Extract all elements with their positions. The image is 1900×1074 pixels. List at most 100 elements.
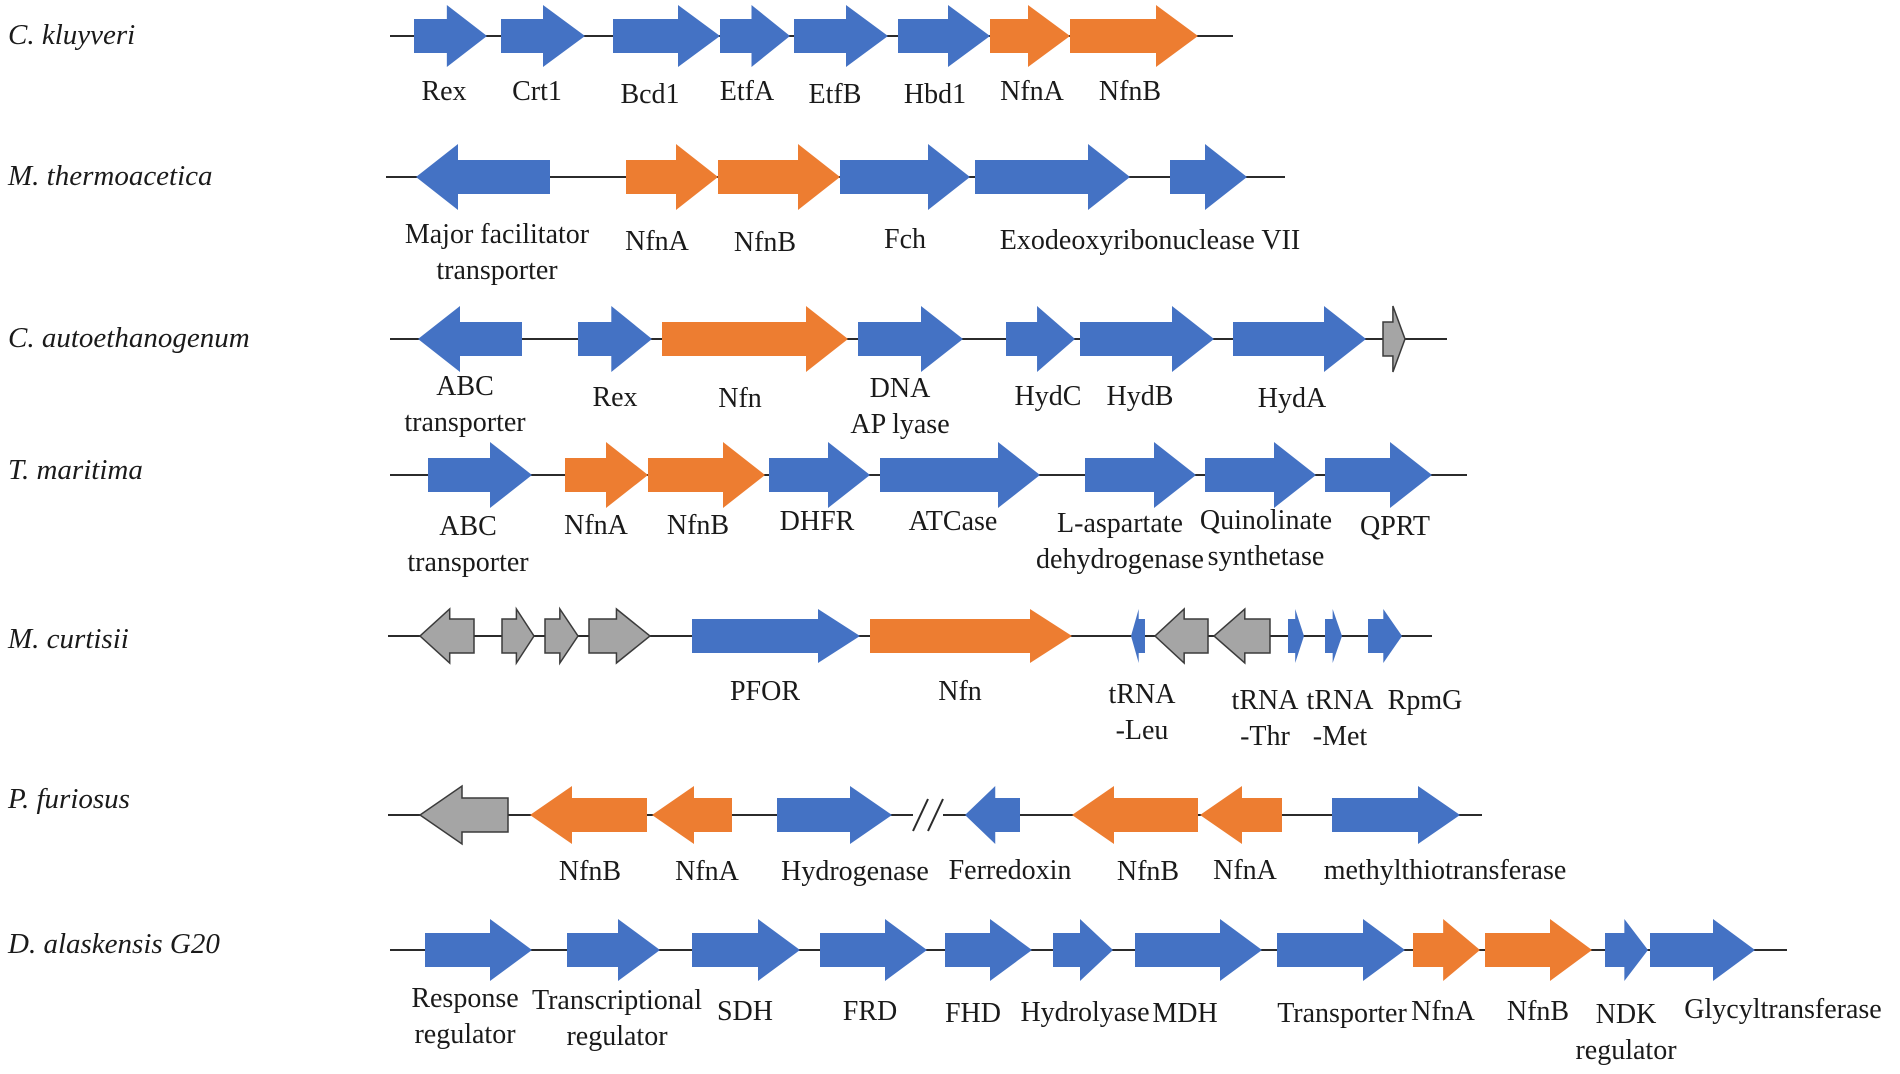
gene-arrow-shape <box>1212 607 1271 665</box>
gene-arrow-shape <box>1170 144 1247 210</box>
gene-arrow-etfb: EtfB <box>794 5 888 110</box>
species-name: M. curtisii <box>7 623 129 655</box>
gene-arrow-shape <box>1135 919 1262 981</box>
gene-arrow-shape <box>416 144 550 210</box>
sequence-break-mark <box>912 797 944 833</box>
gene-arrow-nfn: Nfn <box>662 306 848 414</box>
gene-arrow-shape <box>1200 786 1282 844</box>
gene-label: Hydrogenase <box>781 856 929 887</box>
gene-label: NfnA <box>1213 855 1278 886</box>
gene-arrow-shape <box>870 609 1072 663</box>
gene-label: PFOR <box>730 676 800 707</box>
gene-arrow-shape <box>1053 919 1113 981</box>
gene-label: Rex <box>592 382 637 413</box>
gene-arrow-hbd1: Hbd1 <box>898 5 990 110</box>
gene-label: Rex <box>421 76 466 107</box>
gene-arrow-transporter: Transporter <box>1277 919 1407 1029</box>
gene-arrow-shape <box>692 919 800 981</box>
gene-arrow-unlabeled <box>588 607 652 665</box>
gene-arrow-nfna: NfnA <box>652 786 740 887</box>
gene-label: ATCase <box>909 506 998 537</box>
gene-arrow-shape <box>945 919 1032 981</box>
gene-label: transporter <box>404 407 526 438</box>
gene-label: tRNA <box>1307 685 1375 716</box>
gene-arrow-hydrolyase: Hydrolyase <box>1020 919 1150 1028</box>
gene-arrow-unlabeled <box>1288 609 1304 663</box>
gene-label: -Met <box>1313 721 1368 752</box>
gene-arrow-shape <box>692 609 860 663</box>
gene-arrow-shape <box>565 442 648 508</box>
gene-label: HydA <box>1258 383 1327 414</box>
gene-arrow-abc-transporter: ABC transporter <box>407 442 532 578</box>
gene-arrow-shape <box>1006 306 1075 372</box>
gene-arrow-shape <box>1332 786 1460 844</box>
gene-arrow-trna-leu: tRNA-Leu <box>1109 609 1177 746</box>
gene-arrow-hyda: HydA <box>1233 306 1366 414</box>
gene-label: NfnB <box>1099 76 1161 107</box>
gene-arrow-shape <box>1070 5 1198 67</box>
gene-arrow-shape <box>777 786 892 844</box>
gene-label: RpmG <box>1388 685 1463 716</box>
gene-arrow-shape <box>1205 442 1316 508</box>
gene-arrow-nfnb: NfnB <box>718 144 840 258</box>
gene-label: Crt1 <box>512 76 562 107</box>
gene-arrow-shape <box>652 786 732 844</box>
gene-label: HydB <box>1107 381 1174 412</box>
gene-label: Fch <box>884 224 926 255</box>
gene-arrow-shape <box>880 442 1040 508</box>
gene-arrow-shape <box>530 786 647 844</box>
gene-arrow-shape <box>626 144 718 210</box>
gene-arrow-unlabeled <box>501 606 535 666</box>
gene-arrow-shape <box>414 5 487 67</box>
gene-arrow-shape <box>648 442 765 508</box>
gene-arrow-atcase: ATCase <box>880 442 1040 537</box>
gene-label: methylthiotransferase <box>1324 855 1567 886</box>
gene-arrow-shape <box>975 144 1130 210</box>
gene-arrow-shape <box>662 306 848 372</box>
gene-label: Ferredoxin <box>949 855 1072 886</box>
gene-arrow-shape <box>858 306 963 372</box>
gene-label: ABC <box>439 511 497 542</box>
gene-arrow-nfnb: NfnB <box>648 442 765 541</box>
gene-label: SDH <box>717 996 773 1027</box>
gene-arrow-nfnb: NfnB <box>1072 786 1198 887</box>
gene-label: DNA <box>870 373 931 404</box>
gene-label: dehydrogenase <box>1036 544 1204 575</box>
gene-arrow-shape <box>1325 609 1342 663</box>
gene-arrow-exodeoxyribonuclease-vii: Exodeoxyribonuclease VII <box>975 144 1300 256</box>
gene-arrow-etfa: EtfA <box>720 5 790 107</box>
gene-arrow-unlabeled <box>1382 305 1406 373</box>
gene-arrow-shape <box>1413 919 1480 981</box>
gene-arrow-shape <box>1085 442 1196 508</box>
gene-arrow-shape <box>1080 306 1214 372</box>
gene-arrow-nfna: NfnA <box>564 442 648 541</box>
gene-label: MDH <box>1152 998 1217 1029</box>
gene-label: NfnA <box>675 856 740 887</box>
gene-label: tRNA <box>1109 679 1177 710</box>
gene-arrow-fhd: FHD <box>945 919 1032 1029</box>
gene-arrow-shape <box>1233 306 1366 372</box>
gene-label: Transcriptional <box>532 985 702 1016</box>
gene-label: regulator <box>1575 1035 1677 1066</box>
gene-arrow-hydrogenase: Hydrogenase <box>777 786 929 887</box>
gene-arrow-glycyltransferase: Glycyltransferase <box>1650 919 1882 1025</box>
gene-arrow-shape <box>1382 305 1406 373</box>
gene-label: NfnA <box>1000 76 1065 107</box>
gene-label: synthetase <box>1208 541 1325 572</box>
gene-arrow-shape <box>1131 609 1145 663</box>
gene-label: transporter <box>407 547 529 578</box>
gene-arrow-unlabeled <box>1170 144 1247 210</box>
gene-arrow-qprt: QPRT <box>1325 442 1432 542</box>
gene-arrow-ferredoxin: Ferredoxin <box>949 786 1072 886</box>
gene-arrow-nfna: NfnA <box>625 144 718 257</box>
gene-arrow-shape <box>1072 786 1198 844</box>
gene-arrow-shape <box>720 5 790 67</box>
gene-arrow-rpmg: RpmG <box>1368 609 1462 716</box>
